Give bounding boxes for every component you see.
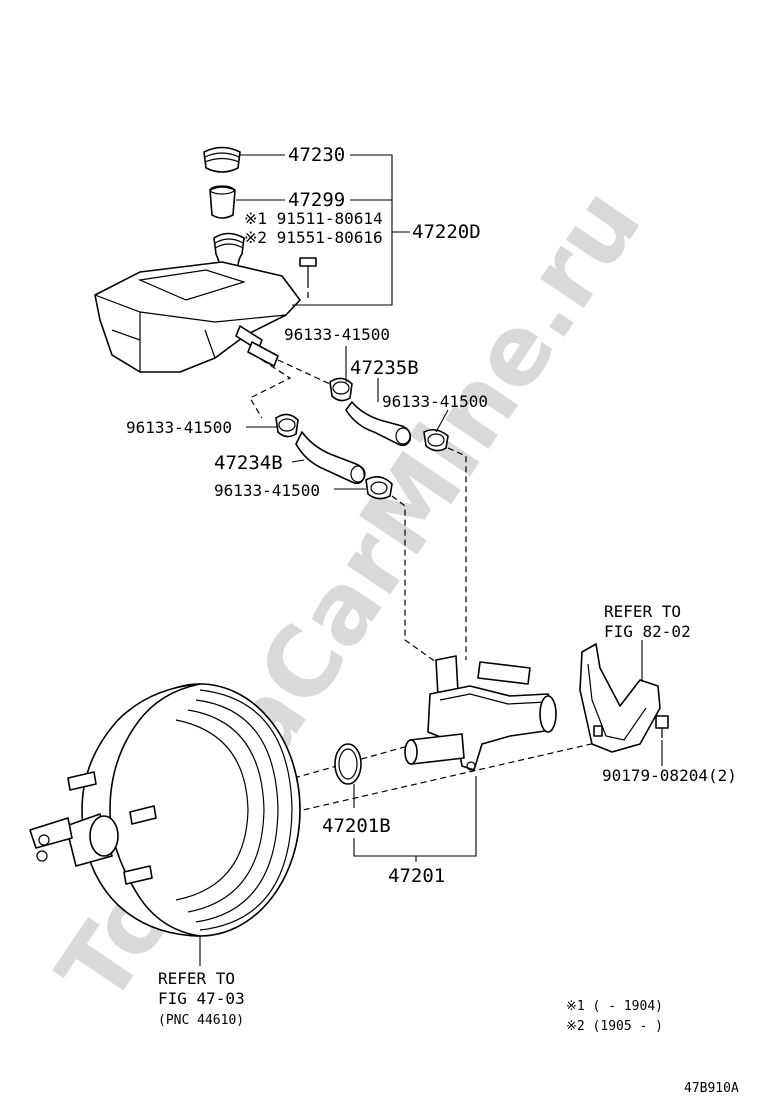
brake-booster xyxy=(29,683,301,937)
label-91511-80614: ※1 91511-80614 xyxy=(244,209,383,228)
footnote-1: ※1 ( - 1904) xyxy=(566,999,663,1014)
mounting-bracket xyxy=(579,643,661,753)
leader-lines-bracket xyxy=(641,640,663,766)
hose-47235b[interactable] xyxy=(345,401,412,447)
label-90179-08204: 90179-08204(2) xyxy=(602,766,737,785)
label-47201b: 47201B xyxy=(322,815,391,837)
dashed-routing-lines xyxy=(249,359,601,813)
label-refer-fig-82-02-line2: FIG 82-02 xyxy=(604,622,691,641)
reservoir-strainer[interactable] xyxy=(209,185,236,219)
label-refer-fig-47-03-line2: FIG 47-03 xyxy=(158,989,245,1008)
leader-lines-hoses xyxy=(246,346,449,490)
hose-clip-a[interactable] xyxy=(329,377,353,402)
label-refer-fig-82-02-line1: REFER TO xyxy=(604,602,681,621)
label-47220d: 47220D xyxy=(412,221,481,243)
hose-clip-d[interactable] xyxy=(365,476,393,500)
label-96133-41500-a: 96133-41500 xyxy=(284,325,390,344)
label-91551-80616: ※2 91551-80616 xyxy=(244,228,383,247)
hose-clip-b[interactable] xyxy=(423,428,449,452)
reservoir-cap[interactable] xyxy=(203,146,241,173)
hose-clip-c[interactable] xyxy=(275,413,299,438)
label-47299: 47299 xyxy=(288,189,345,211)
brake-fluid-reservoir[interactable] xyxy=(94,261,301,373)
label-pnc-44610: (PNC 44610) xyxy=(158,1013,244,1028)
label-refer-fig-47-03-line1: REFER TO xyxy=(158,969,235,988)
label-47235b: 47235B xyxy=(350,357,419,379)
bracket-bolt[interactable] xyxy=(655,715,669,738)
hose-47234b[interactable] xyxy=(295,431,366,485)
label-96133-41500-d: 96133-41500 xyxy=(214,481,320,500)
label-96133-41500-b: 96133-41500 xyxy=(382,392,488,411)
reservoir-screw[interactable] xyxy=(299,257,317,282)
brake-master-cylinder[interactable] xyxy=(404,655,557,771)
label-47234b: 47234B xyxy=(214,452,283,474)
label-96133-41500-c: 96133-41500 xyxy=(126,418,232,437)
footnote-2: ※2 (1905 - ) xyxy=(566,1019,663,1034)
leader-lines-upper xyxy=(236,154,410,306)
o-ring-47201b[interactable] xyxy=(334,743,362,785)
label-47201: 47201 xyxy=(388,865,445,887)
diagram-id: 47B910A xyxy=(684,1081,739,1096)
label-47230: 47230 xyxy=(288,144,345,166)
leader-lines-master-cylinder xyxy=(353,776,477,862)
